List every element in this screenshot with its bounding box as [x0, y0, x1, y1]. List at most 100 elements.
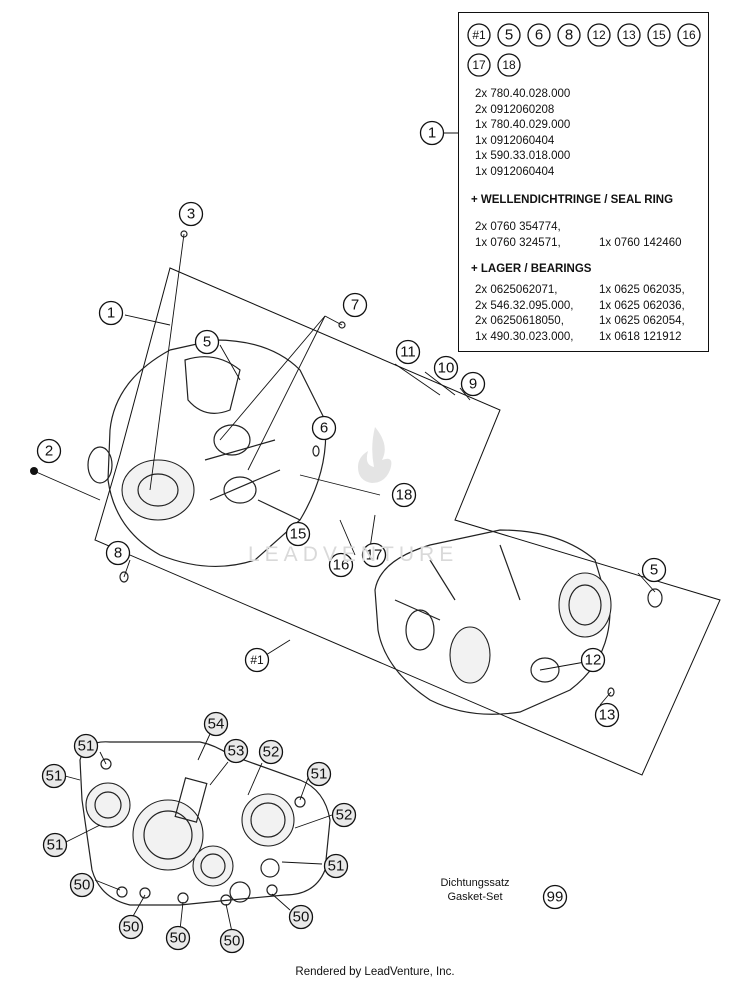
bearings-list: 2x 0625062071,1x 0625 062035, 2x 546.32.…: [475, 283, 705, 345]
svg-text:6: 6: [535, 27, 543, 44]
callout-51-d: 51: [306, 761, 332, 787]
callout-5-right: 5: [641, 557, 667, 583]
watermark-text: LEADVENTURE: [248, 543, 459, 566]
svg-text:6: 6: [320, 420, 328, 437]
svg-text:#1: #1: [472, 28, 486, 42]
svg-text:3: 3: [187, 206, 195, 223]
svg-text:13: 13: [622, 28, 636, 42]
callout-12: 12: [580, 647, 606, 673]
callout-10: 10: [433, 355, 459, 381]
parts-box-callout: 16: [677, 23, 701, 47]
svg-text:50: 50: [293, 909, 310, 926]
svg-text:50: 50: [170, 930, 187, 947]
gasket-set-english: Gasket-Set: [447, 891, 503, 903]
dowel-part-7: [338, 321, 346, 329]
callout-13: 13: [594, 702, 620, 728]
svg-text:7: 7: [351, 297, 359, 314]
svg-text:9: 9: [469, 376, 477, 393]
callout-99: 99: [542, 884, 568, 910]
callout-51-a: 51: [73, 733, 99, 759]
svg-text:5: 5: [650, 562, 658, 579]
svg-text:8: 8: [114, 545, 122, 562]
svg-text:16: 16: [333, 557, 350, 574]
parts-box-callout: 18: [497, 53, 521, 77]
callout-50-d: 50: [219, 928, 245, 954]
callout-15: 15: [285, 521, 311, 547]
inner-leader-lines: [64, 733, 333, 933]
callout-5-top: 5: [194, 329, 220, 355]
callout-51-c: 51: [42, 832, 68, 858]
callout-17: 17: [361, 542, 387, 568]
callout-3: 3: [178, 201, 204, 227]
svg-text:10: 10: [438, 360, 455, 377]
dowel-part-8: [119, 571, 129, 583]
parts-box-callout: 15: [647, 23, 671, 47]
callout-50-e: 50: [288, 904, 314, 930]
callout-16: 16: [328, 552, 354, 578]
svg-text:17: 17: [472, 58, 486, 72]
svg-text:51: 51: [46, 768, 63, 785]
crankcase-screw-list: 2x 780.40.028.000 2x 0912060208 1x 780.4…: [475, 87, 570, 180]
list-item: 2x 0760 354774,: [475, 221, 561, 233]
bearing-part-13: [607, 687, 615, 697]
callout-52-a: 52: [258, 739, 284, 765]
assembly-outline: [94, 267, 721, 776]
svg-text:51: 51: [328, 858, 345, 875]
seal-ring-heading: + WELLENDICHTRINGE / SEAL RING: [471, 194, 674, 206]
callout-50-a: 50: [69, 872, 95, 898]
list-item: 1x 0912060404: [475, 134, 555, 147]
svg-text:15: 15: [652, 28, 666, 42]
callout-7: 7: [342, 292, 368, 318]
list-item: 2x 0625062071,1x 0625 062035,: [475, 284, 685, 296]
parts-box-callout: 5: [497, 23, 521, 47]
seal-part-6: [312, 445, 320, 457]
svg-text:51: 51: [78, 738, 95, 755]
gasket-set-label: Dichtungssatz Gasket-Set: [425, 876, 525, 904]
svg-text:1: 1: [428, 125, 436, 142]
callout-11: 11: [395, 339, 421, 365]
list-item: 1x 590.33.018.000: [475, 150, 571, 162]
parts-box-callout: 6: [527, 23, 551, 47]
footer-credit: Rendered by LeadVenture, Inc.: [295, 966, 455, 978]
callout-53: 53: [223, 738, 249, 764]
list-item: 1x 780.40.029.000: [475, 119, 571, 131]
callout-18: 18: [391, 482, 417, 508]
svg-text:50: 50: [123, 919, 140, 936]
callout-51-e: 51: [323, 853, 349, 879]
bearings-heading: + LAGER / BEARINGS: [471, 263, 592, 275]
list-item: 1x 490.30.023.000,1x 0618 121912: [475, 330, 682, 343]
callout-54: 54: [203, 711, 229, 737]
parts-box-callout: 17: [467, 53, 491, 77]
seal-ring-list: 2x 0760 354774, 1x 0760 324571,1x 0760 1…: [475, 220, 705, 251]
svg-text:50: 50: [224, 933, 241, 950]
callout-50-c: 50: [165, 925, 191, 951]
svg-text:18: 18: [502, 58, 516, 72]
svg-text:2: 2: [45, 443, 53, 460]
svg-text:15: 15: [290, 526, 307, 543]
callout-52-b: 52: [331, 802, 357, 828]
svg-text:99: 99: [547, 889, 564, 906]
list-item: 2x 06250618050,1x 0625 062054,: [475, 315, 685, 327]
parts-box-callout: 13: [617, 23, 641, 47]
callout-9: 9: [460, 371, 486, 397]
gasket-set-german: Dichtungssatz: [440, 877, 510, 889]
svg-text:12: 12: [592, 28, 606, 42]
svg-text:54: 54: [208, 716, 225, 733]
svg-text:8: 8: [565, 27, 573, 44]
svg-text:53: 53: [228, 743, 245, 760]
callout-51-b: 51: [41, 763, 67, 789]
svg-text:12: 12: [585, 652, 602, 669]
svg-text:16: 16: [682, 28, 696, 42]
list-item: 1x 0760 324571,1x 0760 142460: [475, 236, 682, 249]
svg-text:17: 17: [366, 547, 383, 564]
list-item: 2x 546.32.095.000,1x 0625 062036,: [475, 299, 685, 312]
svg-text:#1: #1: [250, 653, 264, 667]
left-crankcase-half: [87, 339, 327, 567]
callout-50-b: 50: [118, 914, 144, 940]
svg-text:51: 51: [47, 837, 64, 854]
svg-text:1: 1: [107, 305, 115, 322]
callout-1-partsbox: 1: [419, 120, 445, 146]
leader-lines: [33, 132, 656, 706]
svg-text:11: 11: [400, 344, 416, 361]
